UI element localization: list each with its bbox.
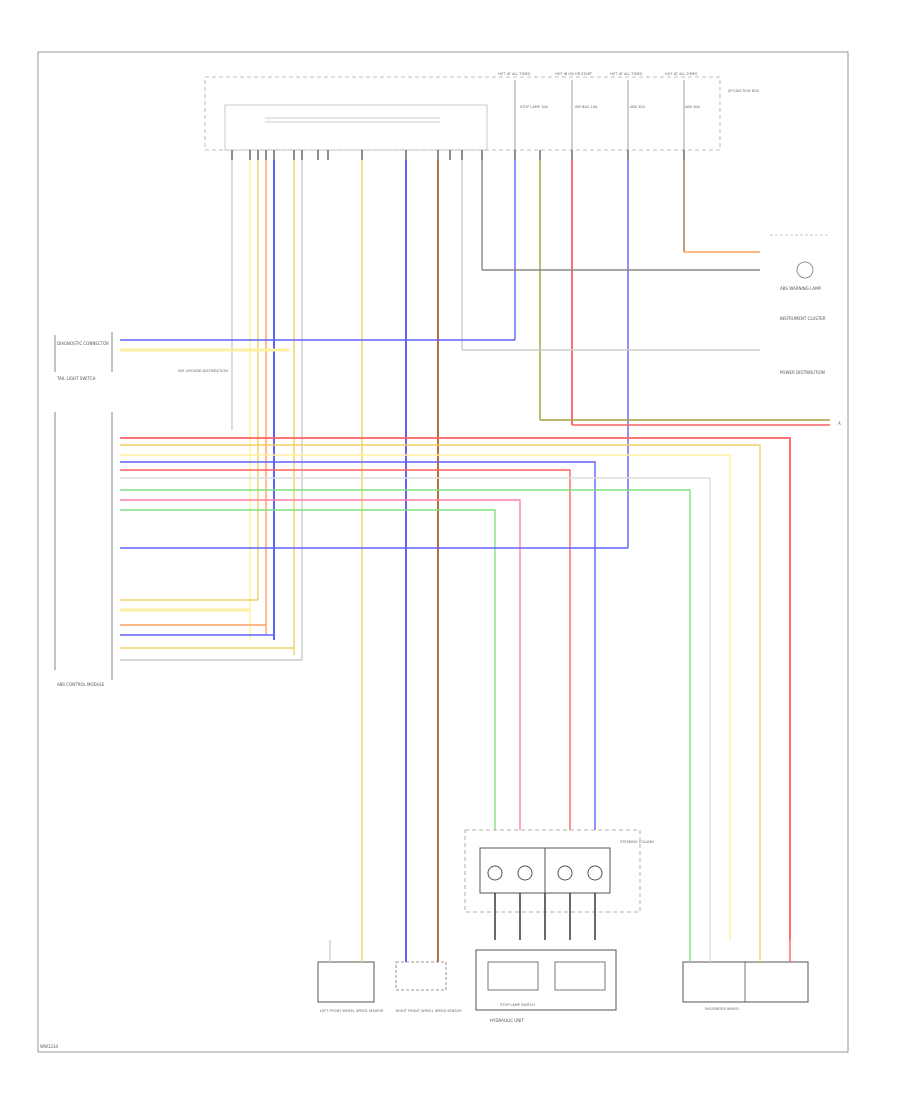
panel-name: I/P JUNCTION BOX — [728, 89, 760, 93]
left-sensor-label: LEFT FRONT WHEEL SPEED SENSOR — [320, 1009, 384, 1013]
fuse-labels: HOT AT ALL TIMES HOT IN ON OR START HOT … — [498, 72, 760, 109]
abs-module-label: ABS CONTROL MODULE — [57, 682, 105, 687]
fuse-label-1: HOT AT ALL TIMES — [498, 72, 531, 76]
sensor-label: ABS WARNING LAMP — [780, 286, 822, 291]
fuse-name-1: STOP LAMP 10A — [520, 105, 548, 109]
fuse-drops — [514, 80, 685, 150]
diagram-frame — [37, 51, 849, 1053]
hydraulic-label: HYDRAULIC UNIT — [490, 1018, 524, 1023]
brake-switch-label: STOP LAMP SWITCH — [500, 1003, 535, 1007]
solenoid-icon-3 — [557, 865, 573, 881]
diag-connector-label: DIAGNOSTIC CONNECTOR — [57, 341, 109, 346]
hydraulic-pins — [494, 893, 596, 940]
passenger-wheel-box — [682, 961, 809, 1003]
footer-code: WW1234 — [40, 1044, 59, 1049]
steering-label: STEERING COLUMN — [620, 840, 654, 844]
bottom-terminations — [329, 940, 791, 962]
junction-box-outline — [204, 76, 721, 151]
fuse-name-3: ABS 30A — [630, 105, 646, 109]
instrument-label: INSTRUMENT CLUSTER — [780, 316, 826, 321]
left-connectors — [54, 332, 113, 680]
fuse-name-4: ABS 40A — [685, 105, 701, 109]
fuse-label-4: HOT AT ALL TIMES — [665, 72, 698, 76]
solenoid-icon-2 — [517, 865, 533, 881]
fuse-name-2: AIR BAG 10A — [575, 105, 598, 109]
solenoid-icon-4 — [587, 865, 603, 881]
tail-switch-label: TAIL LIGHT SWITCH — [56, 376, 95, 381]
right-sensor-label: RIGHT FRONT WHEEL SPEED SENSOR — [396, 1009, 462, 1013]
connector-pins — [231, 150, 685, 160]
horizontal-wires — [120, 251, 830, 940]
fuse-label-2: HOT IN ON OR START — [555, 72, 593, 76]
inner-module-outline — [224, 104, 488, 151]
passenger-wheel-label: PASSENGER WHEEL — [705, 1007, 740, 1011]
warning-lamp-icon — [796, 261, 814, 279]
hydraulic-unit-outline — [464, 829, 641, 913]
fuse-label-3: HOT AT ALL TIMES — [610, 72, 643, 76]
power-dist-label: POWER DISTRIBUTION — [780, 370, 825, 375]
ground-note: SEE GROUND DISTRIBUTION — [178, 369, 228, 373]
right-sensor-box — [395, 961, 447, 991]
solenoid-icon-1 — [487, 865, 503, 881]
brake-switch-box — [475, 949, 617, 1011]
vertical-wires — [231, 160, 685, 940]
arrow-label: A — [838, 421, 841, 426]
left-sensor-box — [317, 961, 375, 1003]
